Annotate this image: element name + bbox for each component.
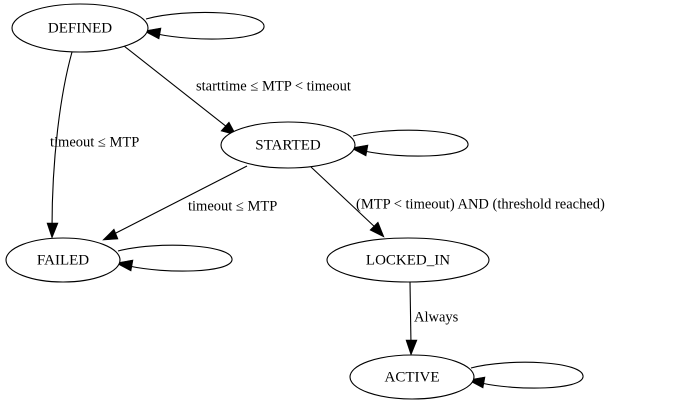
node-defined-ellipse — [11, 3, 149, 53]
edge-started-self-path — [352, 129, 469, 157]
edge-defined-self-path — [145, 11, 265, 40]
node-defined[interactable]: DEFINED — [11, 3, 149, 53]
edge-started-self-loop[interactable] — [350, 129, 469, 157]
edge-defined-to-started-path — [123, 45, 233, 132]
node-locked-in-label: LOCKED_IN — [366, 252, 450, 268]
edge-locked-in-to-active-arrowhead — [405, 339, 418, 356]
edge-label-locked-in-to-active: Always — [414, 309, 459, 325]
node-active[interactable]: ACTIVE — [349, 354, 475, 400]
edge-label-started-to-failed: timeout ≤ MTP — [188, 198, 277, 214]
edge-active-self-loop[interactable] — [467, 361, 584, 389]
node-active-label: ACTIVE — [385, 369, 440, 385]
edge-active-self-path — [470, 361, 584, 389]
edge-failed-self-loop[interactable] — [115, 244, 233, 272]
edge-locked-in-to-active-path — [409, 281, 412, 346]
edge-started-to-failed-path — [111, 165, 248, 236]
edge-defined-to-failed-arrowhead — [46, 222, 59, 239]
edge-defined-to-failed[interactable]: timeout ≤ MTP — [46, 51, 139, 239]
node-started[interactable]: STARTED — [220, 121, 356, 169]
edge-label-defined-to-started: starttime ≤ MTP < timeout — [196, 78, 351, 94]
node-active-ellipse — [349, 354, 475, 400]
node-started-label: STARTED — [255, 137, 321, 153]
edge-started-to-failed[interactable]: timeout ≤ MTP — [102, 165, 277, 241]
edge-started-to-locked-in[interactable]: (MTP < timeout) AND (threshold reached) — [310, 166, 605, 238]
edge-label-defined-to-failed: timeout ≤ MTP — [50, 134, 139, 150]
node-started-ellipse — [220, 121, 356, 169]
node-failed[interactable]: FAILED — [5, 237, 121, 283]
node-failed-ellipse — [5, 237, 121, 283]
edge-started-to-locked-in-path — [310, 166, 378, 230]
edge-defined-self-loop[interactable] — [143, 11, 265, 40]
edge-started-self-arrowhead — [350, 144, 369, 157]
edge-defined-to-started[interactable]: starttime ≤ MTP < timeout — [123, 45, 351, 136]
edge-failed-self-arrowhead — [115, 259, 134, 272]
edge-label-started-to-locked-in: (MTP < timeout) AND (threshold reached) — [356, 196, 605, 212]
node-locked-in[interactable]: LOCKED_IN — [326, 237, 490, 283]
node-failed-label: FAILED — [37, 252, 89, 268]
edge-locked-in-to-active[interactable]: Always — [405, 281, 459, 356]
nodes-layer: DEFINED STARTED FAILED LOCKED_IN ACTIVE — [5, 3, 490, 400]
edge-defined-self-arrowhead — [143, 27, 162, 40]
edge-failed-self-path — [117, 244, 233, 272]
node-defined-label: DEFINED — [48, 20, 112, 36]
edge-started-to-locked-in-arrowhead — [369, 221, 385, 238]
node-locked-in-ellipse — [326, 237, 490, 283]
edge-defined-to-failed-path — [51, 51, 73, 229]
edge-started-to-failed-arrowhead — [102, 228, 119, 241]
edges-layer: starttime ≤ MTP < timeout timeout ≤ MTP … — [46, 11, 605, 389]
